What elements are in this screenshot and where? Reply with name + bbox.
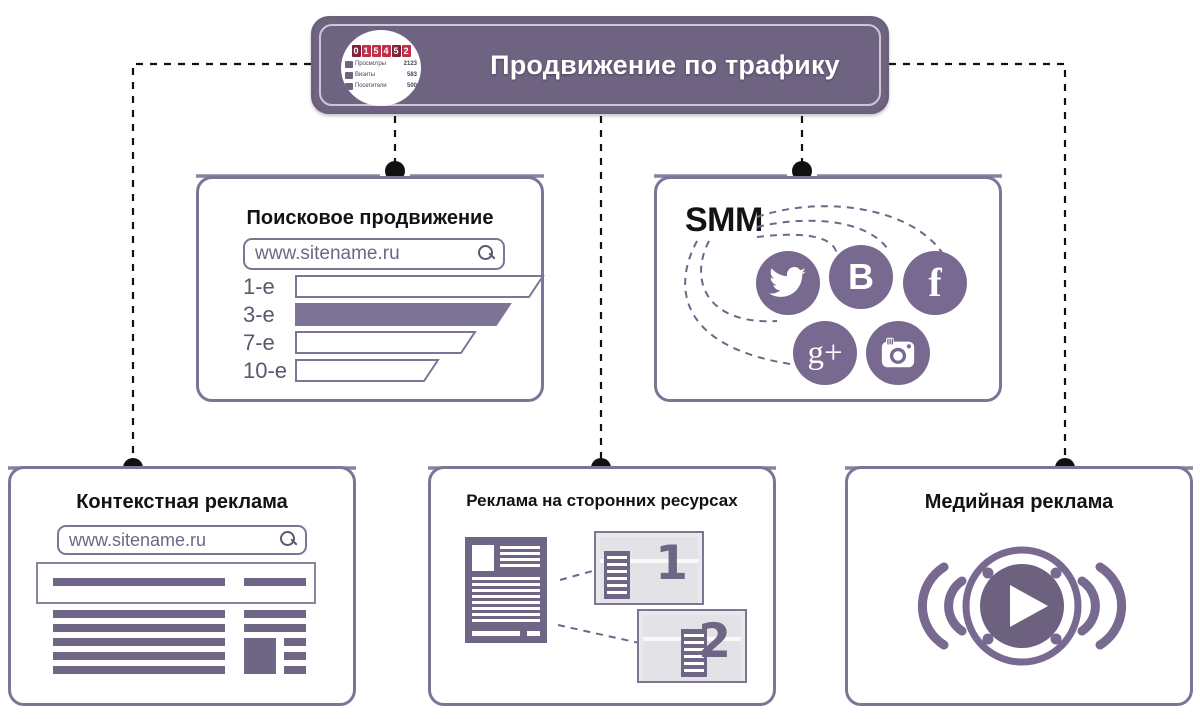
player-ring	[962, 546, 1082, 666]
funnel-row: 10-е	[243, 358, 545, 383]
funnel-row: 1-е	[243, 274, 545, 299]
third-party-site-1: 1	[594, 531, 704, 605]
content-line	[53, 624, 225, 632]
traffic-counter-widget: 0 1 5 4 5 2 Просмотры 2123 Визиты 583	[341, 30, 421, 106]
content-line	[53, 638, 225, 646]
vk-glyph: В	[848, 256, 874, 297]
smm-title: SMM	[685, 201, 763, 239]
ad-line	[244, 578, 306, 586]
funnel-bar-1	[295, 275, 545, 298]
sidebar-image	[244, 638, 276, 674]
content-line	[53, 666, 225, 674]
funnel-label: 10-е	[243, 357, 288, 383]
counter-stats: Просмотры 2123 Визиты 583 Посетители 500	[345, 59, 417, 92]
instagram-camera-glyph	[881, 337, 915, 368]
header-title: Продвижение по трафику	[490, 49, 840, 80]
counter-digit: 5	[391, 44, 401, 57]
magnifier-icon[interactable]	[275, 527, 305, 553]
counter-row-value: 2123	[403, 61, 417, 67]
counter-row-label: Визиты	[355, 72, 375, 78]
header-inner-outline	[319, 24, 881, 106]
sound-wave-right-outer	[1095, 562, 1127, 650]
funnel-bar-7	[295, 331, 545, 354]
context-ad-slot	[36, 562, 316, 604]
funnel-label: 7-е	[243, 329, 275, 355]
panel-title-context: Контекстная реклама	[76, 491, 288, 513]
third-party-site-2: 2	[637, 609, 747, 683]
funnel-bar-10	[295, 359, 545, 382]
counter-digit: 5	[371, 44, 381, 57]
counter-row-value: 583	[406, 72, 417, 78]
funnel-label: 3-е	[243, 301, 275, 327]
sidebar-line	[284, 666, 306, 674]
play-triangle	[1010, 585, 1048, 627]
magnifier-icon[interactable]	[473, 240, 503, 268]
counter-digits: 0 1 5 4 5 2	[351, 44, 411, 57]
sound-wave-left-inner	[944, 576, 967, 636]
panel-title-media: Медийная реклама	[924, 491, 1114, 513]
content-line	[53, 652, 225, 660]
counter-digit: 4	[381, 44, 391, 57]
counter-row-label: Посетители	[355, 83, 387, 89]
search-input-value: www.sitename.ru	[255, 243, 400, 264]
funnel-bar-3	[295, 303, 545, 326]
panel-title-search: Поисковое продвижение	[246, 207, 494, 229]
ranking-funnel: 1-е 3-е 7-е 10-е	[243, 274, 545, 384]
site-mock-2: 2	[643, 614, 741, 681]
smm-connector-curves	[684, 205, 950, 366]
funnel-row: 7-е	[243, 330, 545, 355]
player-ring-dots	[982, 567, 1062, 645]
content-line	[53, 610, 225, 618]
counter-row-label: Просмотры	[355, 61, 386, 67]
counter-row-value: 500	[406, 83, 417, 89]
counter-row: Посетители 500	[345, 81, 417, 92]
play-button-icon[interactable]	[900, 531, 1144, 681]
header-banner: 0 1 5 4 5 2 Просмотры 2123 Визиты 583	[311, 16, 889, 114]
instagram-icon[interactable]	[866, 321, 930, 385]
site-number: 1	[655, 536, 688, 591]
site-mock-1: 1	[600, 536, 698, 603]
sound-wave-right-inner	[1077, 576, 1100, 636]
banner-block	[681, 629, 707, 677]
sidebar-line	[244, 624, 306, 632]
sidebar-line	[284, 638, 306, 646]
eye-icon	[345, 60, 353, 68]
funnel-row: 3-е	[243, 302, 545, 327]
news-image	[472, 545, 494, 571]
google-plus-icon[interactable]: g+	[793, 321, 857, 385]
site-number: 2	[698, 614, 731, 669]
panel-title-third-party: Реклама на сторонних ресурсах	[466, 491, 738, 510]
counter-digit: 0	[351, 44, 361, 57]
funnel-label: 1-е	[243, 273, 275, 299]
sidebar-line	[244, 610, 306, 618]
search-input-search-panel[interactable]: www.sitename.ru	[243, 238, 505, 270]
facebook-icon[interactable]: f	[903, 251, 967, 315]
vk-icon[interactable]: В	[829, 245, 893, 309]
visitor-icon	[345, 82, 353, 90]
search-input-value: www.sitename.ru	[69, 529, 207, 550]
counter-row: Просмотры 2123	[345, 59, 417, 70]
banner-block	[604, 551, 630, 599]
twitter-bird-glyph	[769, 267, 806, 297]
panel-smm: SMM В f g+	[654, 176, 1002, 402]
publisher-page-icon	[465, 537, 547, 643]
google-plus-glyph: g+	[807, 334, 843, 371]
search-input-context-panel[interactable]: www.sitename.ru	[57, 525, 307, 555]
panel-media-ads: Медийная реклама	[845, 466, 1193, 706]
facebook-glyph: f	[928, 260, 942, 305]
counter-digit: 1	[361, 44, 371, 57]
twitter-icon[interactable]	[756, 251, 820, 315]
sound-wave-left-outer	[917, 562, 949, 650]
visits-icon	[345, 71, 353, 79]
counter-digit: 2	[401, 44, 411, 57]
sidebar-line	[284, 652, 306, 660]
ad-line	[53, 578, 225, 586]
counter-row: Визиты 583	[345, 70, 417, 81]
